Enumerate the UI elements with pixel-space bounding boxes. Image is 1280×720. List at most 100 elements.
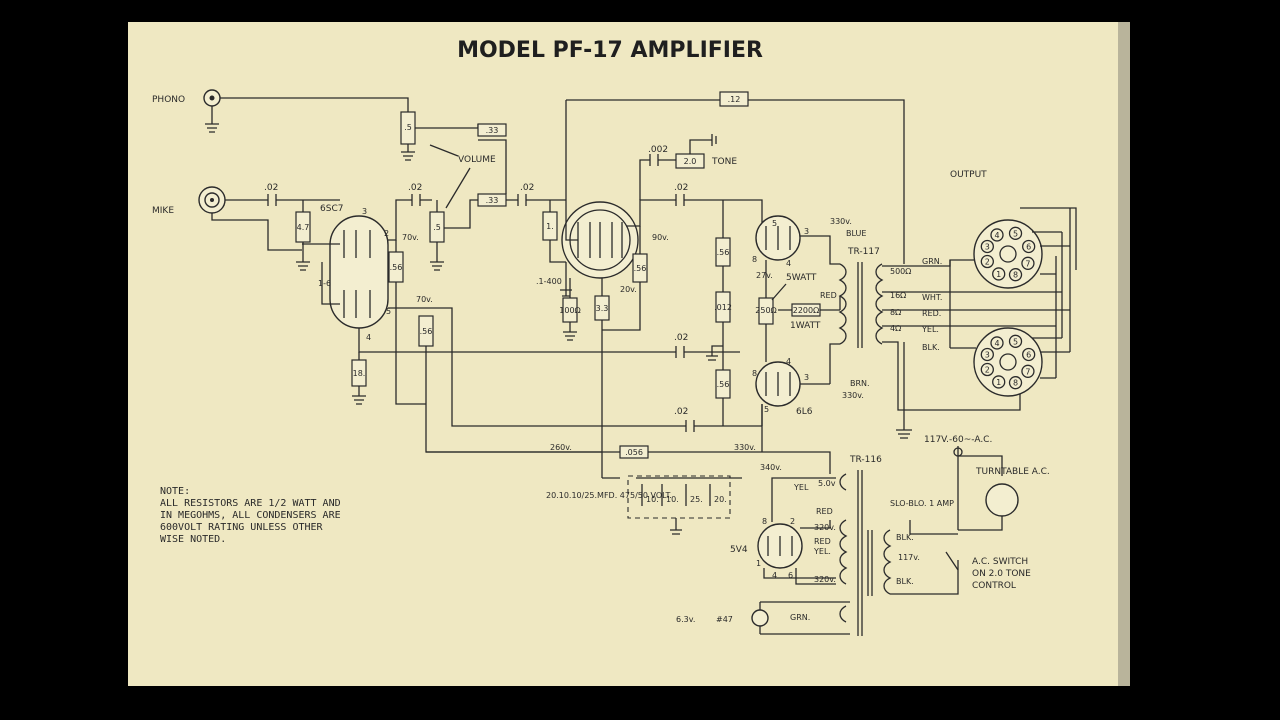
output-socket-lower — [973, 327, 1043, 397]
socket-pin-label: 6 — [1026, 350, 1031, 359]
tap-color-wht: WHT. — [922, 293, 942, 302]
pin-1c: 1 — [756, 559, 761, 568]
socket-pin — [1008, 334, 1023, 348]
cap-02c-label: .02 — [674, 183, 688, 193]
socket-pin — [1022, 239, 1036, 254]
tr117-label: TR-117 — [847, 247, 880, 257]
socket-pin — [1008, 376, 1023, 390]
volume-pot-label: .5 — [433, 223, 441, 232]
tube-5v4-label: 5V4 — [730, 545, 748, 555]
res-56a-label: .56 — [390, 263, 403, 272]
pin-3a: 3 — [362, 207, 367, 216]
mike-jack — [198, 186, 226, 214]
wire-yel2-label: YEL. — [813, 547, 831, 556]
note-block: NOTE: ALL RESISTORS ARE 1/2 WATT AND IN … — [160, 486, 341, 545]
socket-pin — [992, 267, 1006, 281]
tap-color-red: RED. — [922, 309, 941, 318]
res-33a-label: .33 — [486, 126, 499, 135]
res-1-label: 1. — [546, 222, 554, 231]
note-line-3: IN MEGOHMS, ALL CONDENSERS ARE — [160, 510, 341, 521]
switch-label-1: A.C. SWITCH — [972, 557, 1028, 567]
volt-5: 5.0v — [818, 479, 836, 488]
socket-pin — [992, 375, 1006, 389]
wire-blk2-label: BLK. — [896, 577, 914, 586]
wire-red-label: RED — [820, 291, 837, 300]
cap-02b-label: .02 — [520, 183, 534, 193]
tube-6sc7 — [329, 215, 389, 329]
res-33b-label: .33 — [486, 196, 499, 205]
res-56d-label: .56 — [717, 248, 730, 257]
pin-5b: 5 — [772, 219, 777, 228]
tap-500: 500Ω — [890, 267, 911, 276]
pin-4d: 4 — [772, 571, 777, 580]
note-line-5: WISE NOTED. — [160, 534, 226, 545]
socket-pin-label: 4 — [994, 339, 999, 348]
wire-brn-label: BRN. — [850, 379, 870, 388]
socket-pin-label: 3 — [985, 350, 990, 359]
socket-pin — [1021, 256, 1035, 270]
res-56c-label: .56 — [634, 264, 647, 273]
socket-pin-label: 7 — [1025, 367, 1030, 376]
socket-pin-label: 8 — [1013, 271, 1018, 280]
volt-20: 20v. — [620, 285, 637, 294]
phono-jack — [203, 89, 221, 133]
wire-blue-label: BLUE — [846, 229, 866, 238]
socket-pin — [980, 347, 994, 362]
turntable-label: TURNTABLE A.C. — [975, 467, 1050, 477]
schematic-paper — [128, 22, 1118, 686]
socket-pin-label: 1 — [996, 270, 1001, 279]
volt-70b: 70v. — [416, 295, 433, 304]
cap-input-label: .02 — [264, 183, 278, 193]
res-56e-label: .56 — [717, 380, 730, 389]
volt-6-3: 6.3v. — [676, 615, 695, 624]
cap-02e-label: .02 — [674, 407, 688, 417]
watt1-label: 1WATT — [790, 321, 821, 331]
pin-6c: 6 — [788, 571, 793, 580]
tr116-label: TR-116 — [849, 455, 882, 465]
socket-pin-label: 5 — [1013, 229, 1018, 238]
pilot-lamp — [751, 609, 769, 627]
switch-label-2: ON 2.0 TONE — [972, 569, 1031, 579]
pin-8a: 8 — [752, 255, 757, 264]
socket-pin — [990, 336, 1004, 350]
socket-pin-label: 6 — [1026, 242, 1031, 251]
output-socket-upper — [973, 219, 1043, 289]
tone-label: TONE — [711, 157, 737, 167]
tap-8: 8Ω — [890, 308, 901, 317]
socket-pin-label: 1 — [996, 378, 1001, 387]
mains-label: 117V.-60~-A.C. — [924, 435, 992, 445]
volt-330a: 330v. — [830, 217, 852, 226]
res-3-3-label: 3.3 — [596, 304, 609, 313]
socket-pin-label: 2 — [985, 366, 990, 375]
pin-2a: 2 — [384, 229, 389, 238]
socket-pin-label: 5 — [1013, 337, 1018, 346]
volt-330b: 330v. — [842, 391, 864, 400]
pin-8b: 8 — [752, 369, 757, 378]
res-33a — [477, 123, 507, 137]
output-label: OUTPUT — [950, 170, 987, 180]
socket-pin — [990, 228, 1004, 242]
tap-color-blk: BLK. — [922, 343, 940, 352]
pin-4c: 4 — [786, 357, 791, 366]
wire-yel-label: YEL — [793, 483, 809, 492]
phono-label: PHONO — [152, 95, 185, 105]
pin-1-6: 1-6 — [318, 279, 331, 288]
socket-pin-label: 4 — [994, 231, 999, 240]
wire-red2-label: RED — [816, 507, 833, 516]
watt5-label: 5WATT — [786, 273, 817, 283]
cap-10b: 10. — [666, 495, 679, 504]
cap-02a-label: .02 — [408, 183, 422, 193]
tap-color-grn: GRN. — [922, 257, 942, 266]
wire-blk1-label: BLK. — [896, 533, 914, 542]
res-4-7-label: 4.7 — [297, 223, 310, 232]
res-056-label: .056 — [625, 448, 643, 457]
res-12 — [719, 91, 749, 107]
pin-5a: 5 — [386, 307, 391, 316]
pin-2c: 2 — [790, 517, 795, 526]
socket-pin — [1022, 347, 1036, 362]
res-012-label: .012 — [714, 303, 732, 312]
socket-pin-label: 3 — [985, 242, 990, 251]
res-056 — [619, 445, 649, 459]
wire-red3-label: RED — [814, 537, 831, 546]
